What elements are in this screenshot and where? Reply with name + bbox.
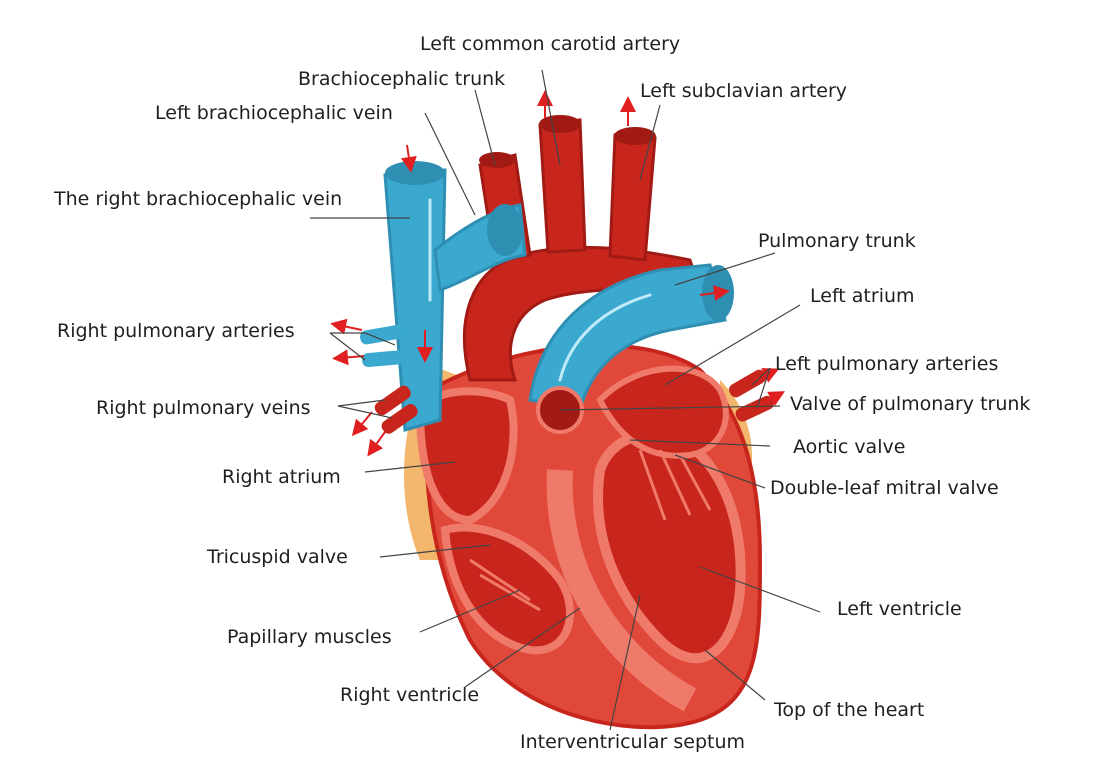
label-tricuspid-valve: Tricuspid valve [207,546,348,568]
label-right-brachiocephalic-vein: The right brachiocephalic vein [54,188,343,210]
vessel-highlights [428,198,652,382]
pulmonary-trunk-vessel [528,263,727,412]
superior-vena-cava [383,168,447,432]
left-common-carotid-opening [539,115,581,133]
label-left-common-carotid-artery: Left common carotid artery [420,33,681,55]
label-pulmonary-trunk: Pulmonary trunk [758,230,916,252]
label-right-pulmonary-arteries: Right pulmonary arteries [57,320,295,342]
brachiocephalic-trunk-opening [479,152,515,168]
label-double-leaf-mitral-valve: Double-leaf mitral valve [770,477,999,499]
left-common-carotid-vessel [538,118,587,254]
right-pulmonary-arteries-vessels [360,324,408,368]
left-subclavian-vessel [608,133,657,262]
label-valve-of-pulmonary-trunk: Valve of pulmonary trunk [790,393,1031,415]
label-right-atrium: Right atrium [222,466,341,488]
label-aortic-valve: Aortic valve [793,436,906,458]
leader-lines [310,69,821,731]
label-left-ventricle: Left ventricle [837,598,962,620]
septum-stripe [546,469,697,712]
vena-cava-opening [385,161,445,185]
right-atrium-chamber [415,387,518,525]
label-left-pulmonary-arteries: Left pulmonary arteries [775,353,999,375]
blood-flow-arrows [330,90,785,457]
label-right-pulmonary-veins: Right pulmonary veins [96,397,311,419]
label-left-brachiocephalic-vein: Left brachiocephalic vein [155,102,393,124]
label-interventricular-septum: Interventricular septum [520,731,746,753]
left-subclavian-opening [614,127,656,145]
right-pulmonary-veins-vessels [374,385,418,434]
label-left-atrium: Left atrium [810,285,915,307]
left-atrium-chamber [596,365,729,459]
papillary-cords [469,449,712,612]
label-left-subclavian-artery: Left subclavian artery [640,80,848,102]
label-right-ventricle: Right ventricle [340,684,480,706]
label-brachiocephalic-trunk: Brachiocephalic trunk [298,68,506,90]
label-top-of-the-heart: Top of the heart [774,699,925,721]
label-papillary-muscles: Papillary muscles [227,626,392,648]
right-ventricle-chamber [440,523,574,655]
left-brachiocephalic-vein-opening [487,204,523,256]
